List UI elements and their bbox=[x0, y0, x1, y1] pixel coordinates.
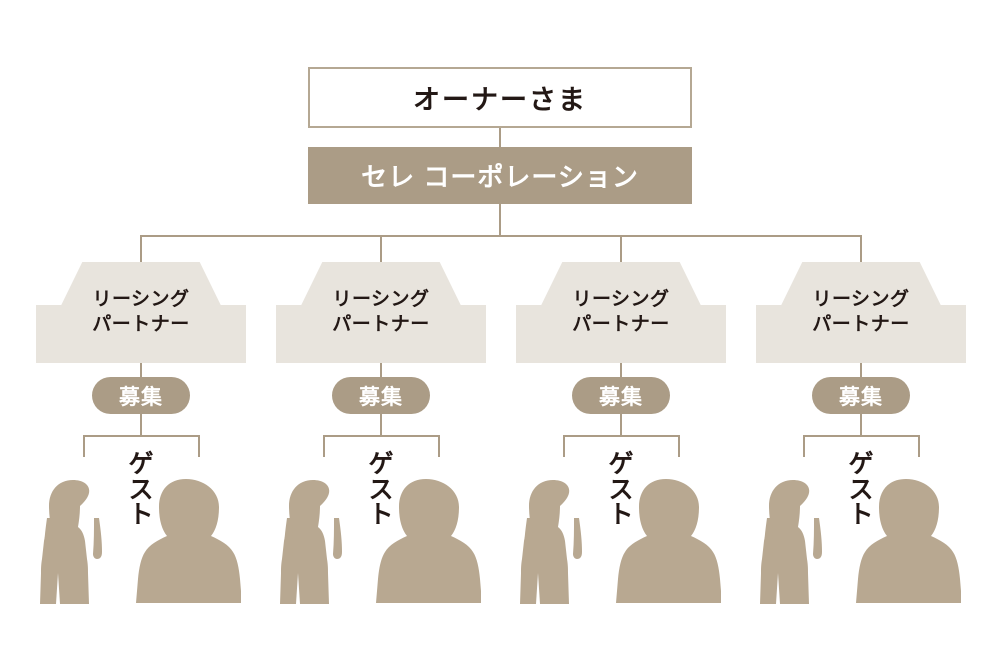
house-body bbox=[36, 305, 246, 363]
connector-pill-to-bracket-3 bbox=[620, 413, 622, 436]
guest-char-1: ゲ bbox=[848, 450, 874, 478]
guest-bracket-horizontal-4 bbox=[803, 435, 920, 437]
house-roof-icon bbox=[60, 262, 222, 307]
recruit-pill-label-2: 募集 bbox=[359, 385, 403, 409]
connector-drop-branch-4 bbox=[860, 235, 862, 264]
recruit-pill-label-1: 募集 bbox=[119, 385, 163, 409]
house-body bbox=[516, 305, 726, 363]
recruit-pill-label-4: 募集 bbox=[839, 385, 883, 409]
guest-char-3: ト bbox=[368, 501, 394, 529]
connector-horizontal-bus bbox=[140, 235, 861, 237]
connector-drop-branch-1 bbox=[140, 235, 142, 264]
leasing-partner-label-2: リーシング パートナー bbox=[261, 262, 501, 363]
partner-line-1: リーシング bbox=[332, 289, 430, 311]
guest-char-2: ス bbox=[368, 475, 394, 504]
leasing-partner-house-4: リーシング パートナー bbox=[741, 262, 981, 363]
guest-bracket-left-1 bbox=[83, 435, 85, 457]
recruit-pill-label-3: 募集 bbox=[599, 385, 643, 409]
person-male-icon bbox=[376, 479, 481, 603]
person-male-icon bbox=[136, 479, 241, 603]
branch-group-4: リーシング パートナー 募集 ゲ ス ト bbox=[741, 0, 981, 667]
connector-pill-to-bracket-1 bbox=[140, 413, 142, 436]
guest-bracket-left-2 bbox=[323, 435, 325, 457]
guest-char-2: ス bbox=[608, 475, 634, 504]
guest-people-2 bbox=[261, 470, 501, 605]
partner-line-2: パートナー bbox=[92, 313, 190, 335]
guest-bracket-right-2 bbox=[438, 435, 440, 457]
guest-bracket-right-1 bbox=[198, 435, 200, 457]
connector-house-to-pill-3 bbox=[620, 363, 622, 378]
person-female-icon bbox=[760, 480, 822, 604]
guest-char-3: ト bbox=[608, 501, 634, 529]
guest-label-3: ゲ ス ト bbox=[602, 450, 640, 529]
guest-label-2: ゲ ス ト bbox=[362, 450, 400, 529]
guest-bracket-horizontal-2 bbox=[323, 435, 440, 437]
owner-box-label: オーナーさま bbox=[413, 85, 587, 115]
person-male-icon bbox=[616, 479, 721, 603]
recruit-pill-3: 募集 bbox=[572, 377, 670, 414]
company-box-label: セレ コーポレーション bbox=[361, 162, 639, 192]
branch-group-1: リーシング パートナー 募集 ゲ ス ト bbox=[21, 0, 261, 667]
guest-char-3: ト bbox=[848, 501, 874, 529]
guest-label-4: ゲ ス ト bbox=[842, 450, 880, 529]
partner-line-1: リーシング bbox=[92, 289, 190, 311]
owner-box: オーナーさま bbox=[308, 67, 692, 128]
guest-char-1: ゲ bbox=[368, 450, 394, 478]
partner-line-1: リーシング bbox=[572, 289, 670, 311]
connector-pill-to-bracket-4 bbox=[860, 413, 862, 436]
guest-bracket-horizontal-1 bbox=[83, 435, 200, 437]
connector-pill-to-bracket-2 bbox=[380, 413, 382, 436]
connector-house-to-pill-2 bbox=[380, 363, 382, 378]
guest-bracket-right-4 bbox=[918, 435, 920, 457]
guest-people-3 bbox=[501, 470, 741, 605]
leasing-partner-label-3: リーシング パートナー bbox=[501, 262, 741, 363]
person-female-icon bbox=[280, 480, 342, 604]
guest-bracket-left-4 bbox=[803, 435, 805, 457]
connector-house-to-pill-1 bbox=[140, 363, 142, 378]
connector-drop-branch-2 bbox=[380, 235, 382, 264]
leasing-partner-house-1: リーシング パートナー bbox=[21, 262, 261, 363]
guest-people-4 bbox=[741, 470, 981, 605]
person-female-icon bbox=[520, 480, 582, 604]
connector-company-to-bus bbox=[499, 204, 501, 236]
house-roof-icon bbox=[780, 262, 942, 307]
guest-label-1: ゲ ス ト bbox=[122, 450, 160, 529]
leasing-partner-house-3: リーシング パートナー bbox=[501, 262, 741, 363]
guest-char-1: ゲ bbox=[608, 450, 634, 478]
partner-line-1: リーシング bbox=[812, 289, 910, 311]
branch-group-2: リーシング パートナー 募集 ゲ ス ト bbox=[261, 0, 501, 667]
partner-line-2: パートナー bbox=[572, 313, 670, 335]
connector-house-to-pill-4 bbox=[860, 363, 862, 378]
guest-char-2: ス bbox=[848, 475, 874, 504]
leasing-partner-label-1: リーシング パートナー bbox=[21, 262, 261, 363]
guest-bracket-right-3 bbox=[678, 435, 680, 457]
connector-drop-branch-3 bbox=[620, 235, 622, 264]
recruit-pill-4: 募集 bbox=[812, 377, 910, 414]
partner-line-2: パートナー bbox=[812, 313, 910, 335]
guest-char-1: ゲ bbox=[128, 450, 154, 478]
house-roof-icon bbox=[300, 262, 462, 307]
guest-bracket-horizontal-3 bbox=[563, 435, 680, 437]
leasing-partner-house-2: リーシング パートナー bbox=[261, 262, 501, 363]
person-female-icon bbox=[40, 480, 102, 604]
partner-line-2: パートナー bbox=[332, 313, 430, 335]
guest-bracket-left-3 bbox=[563, 435, 565, 457]
connector-owner-to-company bbox=[499, 128, 501, 147]
person-male-icon bbox=[856, 479, 961, 603]
house-body bbox=[756, 305, 966, 363]
guest-char-2: ス bbox=[128, 475, 154, 504]
recruit-pill-2: 募集 bbox=[332, 377, 430, 414]
company-box: セレ コーポレーション bbox=[308, 147, 692, 204]
recruit-pill-1: 募集 bbox=[92, 377, 190, 414]
leasing-partner-label-4: リーシング パートナー bbox=[741, 262, 981, 363]
guest-people-1 bbox=[21, 470, 261, 605]
house-roof-icon bbox=[540, 262, 702, 307]
guest-char-3: ト bbox=[128, 501, 154, 529]
house-body bbox=[276, 305, 486, 363]
branch-group-3: リーシング パートナー 募集 ゲ ス ト bbox=[501, 0, 741, 667]
